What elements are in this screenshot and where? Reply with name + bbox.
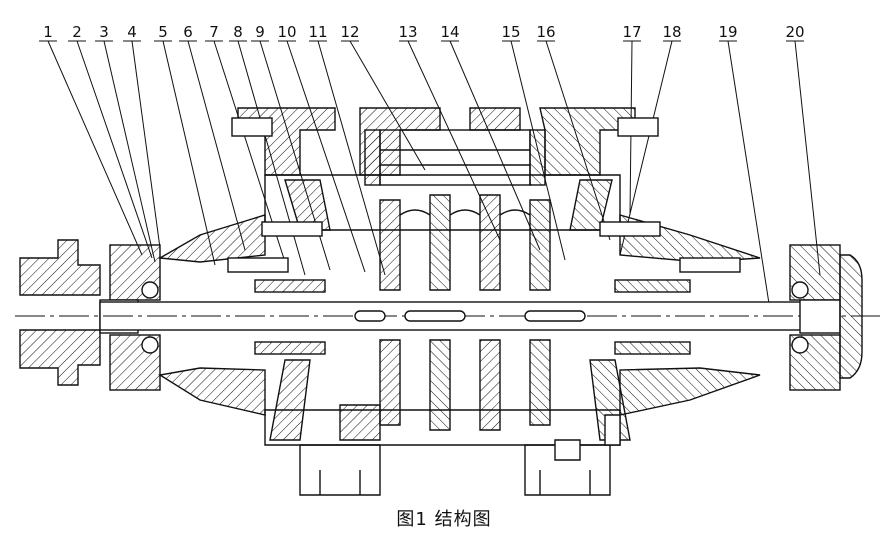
leader-line-10 <box>286 40 366 273</box>
part-label-19: 19 <box>718 23 737 41</box>
leader-line-2 <box>76 40 153 259</box>
part-label-13: 13 <box>398 23 417 41</box>
leader-line-1 <box>47 40 143 256</box>
part-label-2: 2 <box>72 23 82 41</box>
leader-line-3 <box>103 40 156 263</box>
leader-line-6 <box>187 40 246 251</box>
leader-line-19 <box>727 40 771 311</box>
part-label-3: 3 <box>99 23 109 41</box>
pump-body <box>15 107 880 496</box>
part-label-16: 16 <box>536 23 555 41</box>
part-label-17: 17 <box>622 23 641 41</box>
leader-line-12 <box>349 40 426 171</box>
part-label-6: 6 <box>183 23 193 41</box>
part-label-15: 15 <box>501 23 520 41</box>
leader-line-5 <box>162 40 216 266</box>
part-label-5: 5 <box>158 23 168 41</box>
part-label-12: 12 <box>340 23 359 41</box>
leader-line-14 <box>449 40 541 251</box>
figure-caption: 图1 结构图 <box>396 509 492 530</box>
leader-line-4 <box>131 40 161 249</box>
part-label-10: 10 <box>277 23 296 41</box>
part-label-20: 20 <box>785 23 804 41</box>
part-label-4: 4 <box>127 23 137 41</box>
part-label-7: 7 <box>209 23 219 41</box>
part-label-18: 18 <box>662 23 681 41</box>
part-label-14: 14 <box>440 23 459 41</box>
part-label-9: 9 <box>255 23 265 41</box>
part-label-11: 11 <box>308 23 327 41</box>
leader-line-11 <box>317 40 386 276</box>
part-label-8: 8 <box>233 23 243 41</box>
part-label-1: 1 <box>43 23 53 41</box>
leader-line-20 <box>794 40 821 276</box>
